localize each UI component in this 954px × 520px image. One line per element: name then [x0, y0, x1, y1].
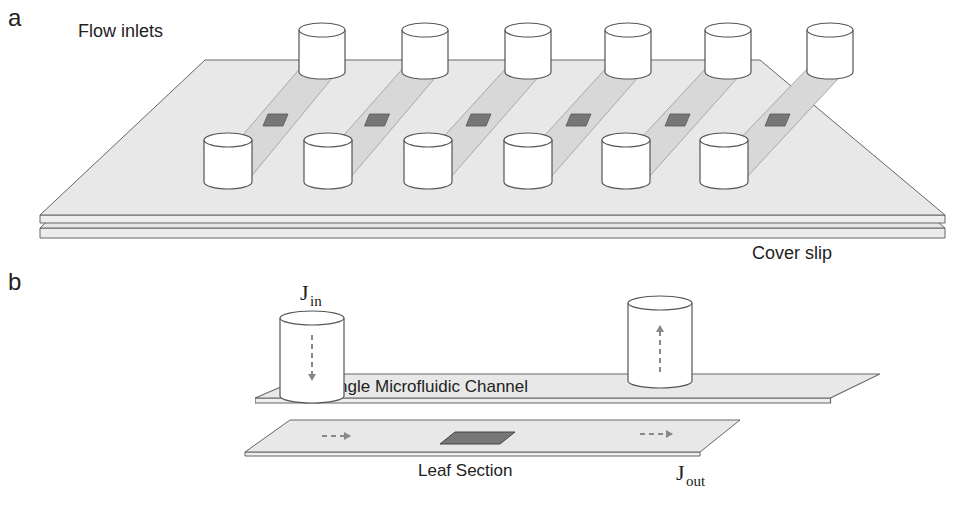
flow-out-arrow — [659, 326, 661, 372]
inlet-cylinder — [404, 133, 452, 189]
cylinder-top — [705, 23, 751, 37]
flux-subscript: out — [686, 474, 705, 489]
part-label: Flow inlets — [78, 22, 163, 40]
leaf-section — [365, 114, 390, 126]
flow-in-arrow — [311, 335, 313, 380]
cylinder-top — [504, 133, 552, 147]
inlet-cylinder — [705, 23, 751, 79]
leaf-section — [665, 114, 690, 126]
leaf-section — [263, 114, 288, 126]
cylinder-top — [280, 311, 344, 325]
inlet-cylinder — [505, 23, 551, 79]
leaf-section — [566, 114, 591, 126]
cylinder-top — [602, 133, 650, 147]
cylinder-top — [404, 133, 452, 147]
part-label: Leaf Section — [418, 462, 513, 479]
panel-letter: b — [8, 270, 21, 294]
cylinder-top — [204, 133, 252, 147]
inlet-cylinder — [299, 23, 345, 79]
inlet-cylinder — [807, 23, 853, 79]
inlet-cylinder — [700, 133, 748, 189]
inlet-cylinder — [504, 133, 552, 189]
channel-plate: Single Microfluidic Channel — [255, 372, 880, 404]
cylinder-top — [299, 23, 345, 37]
flux-subscript: in — [310, 294, 322, 309]
inlet-cylinder — [605, 23, 651, 79]
panel-letter: a — [8, 6, 21, 30]
cylinder-top — [605, 23, 651, 37]
cylinder-top — [700, 133, 748, 147]
flux-symbol: J — [676, 462, 685, 484]
leaf-section — [765, 114, 790, 126]
inlet-cylinder — [304, 133, 352, 189]
inlet-cylinder — [402, 23, 448, 79]
plate-label: Single Microfluidic Channel — [323, 378, 528, 395]
inlet-cylinder — [204, 133, 252, 189]
cylinder-top — [505, 23, 551, 37]
cylinder-top — [628, 296, 692, 310]
inlet-cylinder — [602, 133, 650, 189]
cylinder-top — [807, 23, 853, 37]
flux-symbol: J — [300, 282, 309, 304]
cylinder-top — [402, 23, 448, 37]
leaf-section — [466, 114, 491, 126]
cylinder-top — [304, 133, 352, 147]
part-label: Cover slip — [752, 244, 832, 262]
